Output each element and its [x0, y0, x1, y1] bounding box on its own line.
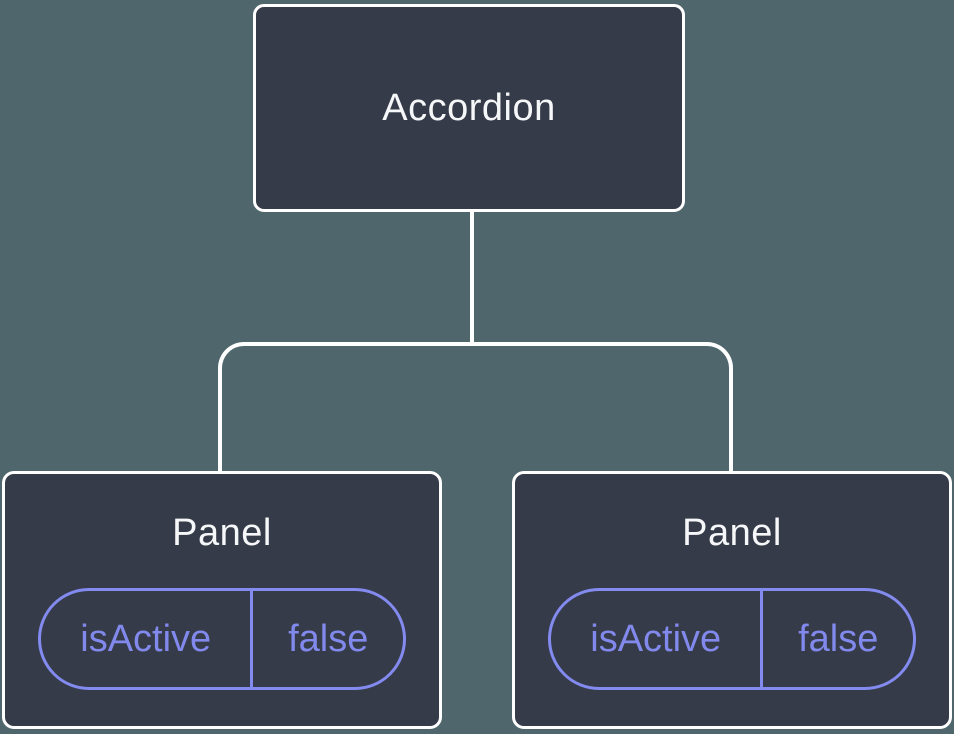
state-key: isActive: [41, 591, 254, 687]
connector-stem: [470, 210, 474, 346]
accordion-node-label: Accordion: [382, 86, 556, 129]
panel-node-left: Panel isActive false: [2, 471, 442, 729]
state-key: isActive: [551, 591, 764, 687]
accordion-node: Accordion: [253, 4, 685, 212]
state-value: false: [288, 617, 369, 660]
state-pill: isActive false: [38, 588, 406, 690]
panel-node-right: Panel isActive false: [512, 471, 952, 729]
connector-bracket: [218, 342, 733, 473]
panel-node-label: Panel: [682, 512, 782, 554]
state-pill: isActive false: [548, 588, 916, 690]
panel-node-label: Panel: [172, 512, 272, 554]
state-value: false: [798, 617, 879, 660]
